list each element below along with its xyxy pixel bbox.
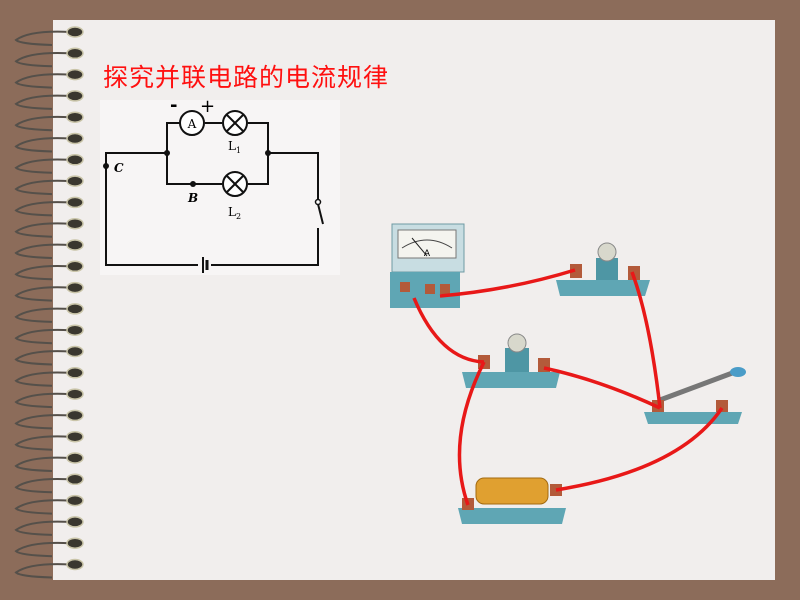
ring-hole [66,324,84,336]
label-l2: L2 [228,205,241,221]
ring-hole [66,494,84,507]
minus-sign: - [170,95,177,116]
svg-text:A: A [424,249,431,259]
spiral-ring [14,499,71,515]
lamp-l2-symbol [222,171,248,197]
ring-hole [66,260,84,273]
spiral-ring [14,201,71,217]
label-l1: L1 [228,139,241,155]
spiral-ring [14,73,71,89]
ring-hole [66,175,84,187]
ring-hole [66,345,84,358]
spiral-ring [14,51,71,68]
red-wires [412,268,724,506]
spiral-ring [14,371,71,387]
spiral-ring [14,456,71,472]
ring-hole [66,473,84,486]
physical-circuit-apparatus: A [390,223,746,524]
ring-hole [66,26,84,38]
ring-hole [66,367,84,379]
spiral-ring [14,307,71,323]
label-b: B [187,191,198,205]
svg-text:A: A [187,117,197,131]
spiral-ring [14,94,71,110]
ring-hole [66,303,84,315]
slide-title: 探究并联电路的电流规律 [103,63,390,92]
spiral-ring [14,520,71,536]
ring-hole [66,239,84,251]
ring-hole [66,281,84,294]
ring-hole [66,217,84,230]
ring-hole [66,47,84,60]
ammeter-symbol: A [179,110,205,136]
spiral-binding [14,26,84,579]
battery-holder [458,477,566,524]
spiral-ring [14,350,71,366]
spiral-ring [14,435,71,451]
spiral-ring [14,414,71,430]
ring-hole [66,132,84,145]
ring-hole [66,537,84,549]
ring-hole [66,558,84,571]
spiral-ring [14,328,71,345]
spiral-ring [14,222,71,238]
ammeter-device: A [390,223,465,308]
ring-hole [66,90,84,102]
spiral-ring [14,541,71,558]
ring-hole [66,111,84,123]
spiral-ring [14,243,71,259]
ring-hole [66,196,84,209]
ring-hole [66,68,84,81]
ring-hole [66,516,84,528]
lamp-l1-symbol [222,110,248,136]
spiral-ring [14,137,71,153]
spiral-ring [14,563,71,579]
spiral-ring [14,158,71,174]
ring-hole [66,430,84,443]
spiral-ring [14,477,71,494]
label-c: C [114,161,124,175]
ring-hole [66,388,84,400]
spiral-ring [14,115,71,132]
spiral-ring [14,179,71,196]
ring-hole [66,452,84,464]
plus-sign: + [200,96,215,117]
spiral-ring [14,264,71,281]
parallel-circuit-diagram: A - + L1 L2 B C [100,95,340,275]
ring-hole [66,409,84,422]
spiral-ring [14,392,71,409]
ring-hole [66,154,84,166]
lamp-holder-2 [462,333,560,388]
spiral-ring [14,286,71,302]
spiral-ring [14,30,71,46]
